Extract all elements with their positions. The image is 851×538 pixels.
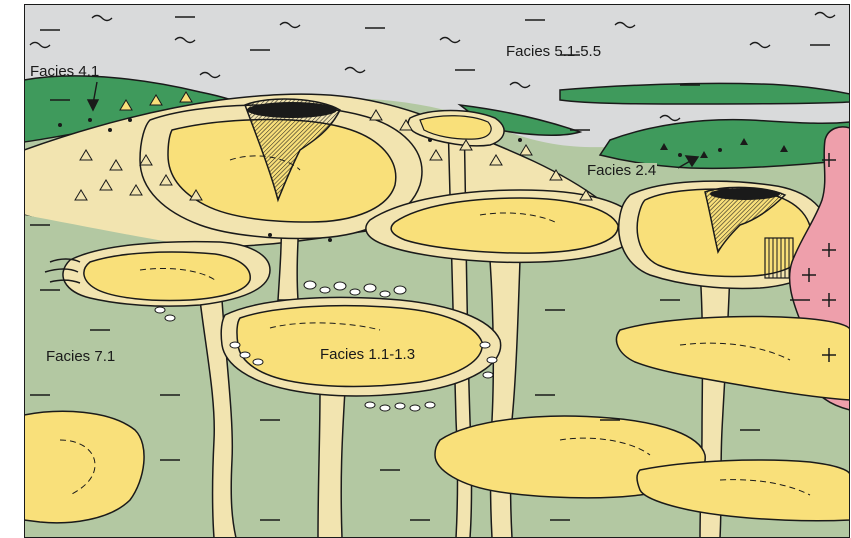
lobe-left-mid bbox=[84, 252, 250, 300]
label-facies-5-1-5-5: Facies 5.1-5.5 bbox=[506, 44, 601, 59]
label-facies-4-1: Facies 4.1 bbox=[30, 64, 99, 79]
label-facies-1-1-1-3: Facies 1.1-1.3 bbox=[320, 347, 415, 362]
vertical-lines-block bbox=[765, 238, 793, 278]
black-cap-left bbox=[247, 102, 337, 118]
label-facies-7-1: Facies 7.1 bbox=[46, 349, 115, 364]
label-facies-2-4: Facies 2.4 bbox=[586, 163, 657, 178]
green-strip-top bbox=[560, 83, 850, 104]
